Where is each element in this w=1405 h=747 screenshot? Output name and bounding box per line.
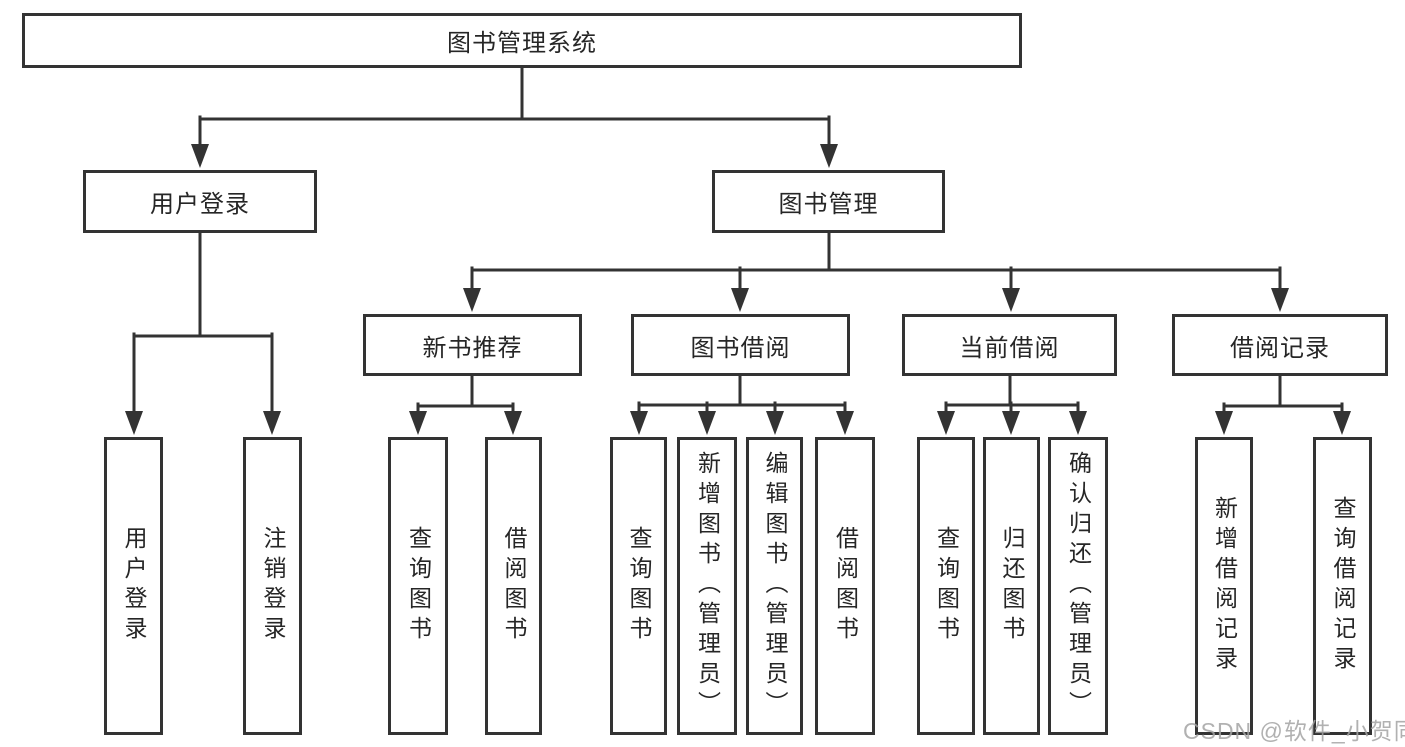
leaf-query-books-1: 查询图书: [388, 437, 448, 735]
connector-root-to-level2: [191, 64, 838, 168]
arrow-down-icon: [1002, 288, 1020, 312]
leaf-logout: 注销登录: [243, 437, 302, 735]
arrow-down-icon: [463, 288, 481, 312]
arrow-down-icon: [766, 411, 784, 435]
arrow-down-icon: [630, 411, 648, 435]
node-new-book-recommend: 新书推荐: [363, 314, 582, 376]
connector-borrow-record-to-leaves: [1215, 372, 1351, 435]
arrow-down-icon: [1215, 411, 1233, 435]
arrow-down-icon: [1333, 411, 1351, 435]
leaf-user-login: 用户登录: [104, 437, 163, 735]
arrow-down-icon: [698, 411, 716, 435]
leaf-query-books-3: 查询图书: [917, 437, 975, 735]
connector-new-book-to-leaves: [409, 372, 522, 435]
leaf-add-borrow-record: 新增借阅记录: [1195, 437, 1253, 735]
node-borrow-records: 借阅记录: [1172, 314, 1388, 376]
leaf-confirm-return-admin: 确认归还（管理员）: [1048, 437, 1108, 735]
node-book-borrow: 图书借阅: [631, 314, 850, 376]
arrow-down-icon: [263, 411, 281, 435]
arrow-down-icon: [125, 411, 143, 435]
arrow-down-icon: [731, 288, 749, 312]
connector-current-borrow-to-leaves: [937, 372, 1087, 435]
arrow-down-icon: [409, 411, 427, 435]
node-user-login: 用户登录: [83, 170, 317, 233]
arrow-down-icon: [1069, 411, 1087, 435]
leaf-borrow-books-2: 借阅图书: [815, 437, 875, 735]
arrow-down-icon: [1002, 411, 1020, 435]
leaf-add-books-admin: 新增图书（管理员）: [677, 437, 737, 735]
node-root-system: 图书管理系统: [22, 13, 1022, 68]
connector-user-login-to-leaves: [125, 229, 281, 435]
leaf-query-books-2: 查询图书: [610, 437, 667, 735]
connector-book-borrow-to-leaves: [630, 372, 854, 435]
arrow-down-icon: [836, 411, 854, 435]
node-current-borrow: 当前借阅: [902, 314, 1117, 376]
leaf-query-borrow-record: 查询借阅记录: [1313, 437, 1372, 735]
csdn-watermark: CSDN @软件_小贺同学: [1183, 718, 1405, 744]
connector-book-mgmt-to-level3: [463, 229, 1289, 312]
leaf-borrow-books-1: 借阅图书: [485, 437, 542, 735]
arrow-down-icon: [504, 411, 522, 435]
node-book-management: 图书管理: [712, 170, 945, 233]
arrow-down-icon: [191, 144, 209, 168]
arrow-down-icon: [820, 144, 838, 168]
leaf-return-books: 归还图书: [983, 437, 1040, 735]
arrow-down-icon: [1271, 288, 1289, 312]
arrow-down-icon: [937, 411, 955, 435]
leaf-edit-books-admin: 编辑图书（管理员）: [746, 437, 803, 735]
